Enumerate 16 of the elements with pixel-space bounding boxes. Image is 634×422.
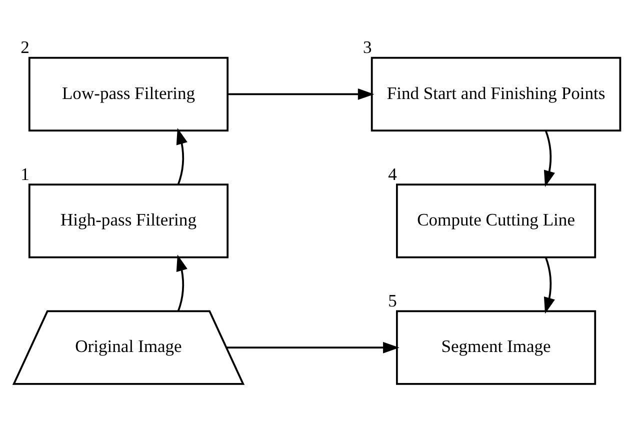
node-label: 3 [363,36,372,57]
node-label: 1 [20,163,30,184]
node-label: 4 [388,163,397,184]
node-box: Segment Image [396,310,596,384]
node-box: Low-pass Filtering [28,56,229,132]
arrow [228,88,374,100]
node-box: Find Start and Finishing Points [370,56,622,132]
node-label: 5 [388,290,397,310]
arrow [544,130,555,187]
arrow [226,341,400,353]
node-box: High-pass Filtering [28,183,229,258]
arrow [544,256,555,314]
arrow [176,127,188,184]
arrow [176,254,188,311]
node-box: Compute Cutting Line [396,183,596,258]
node-label: 2 [20,36,30,57]
